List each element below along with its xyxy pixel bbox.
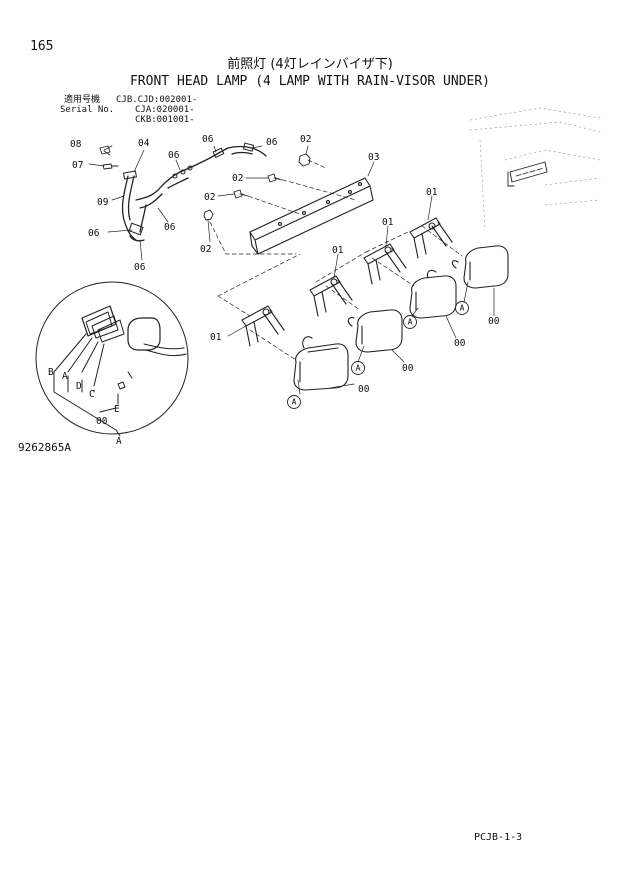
bolt-02-low (203, 209, 214, 221)
clip-07 (102, 163, 119, 170)
inset-letter-d: D (76, 381, 82, 392)
serial-line-1: CJB.CJD:002001- (116, 95, 198, 105)
machine-outline (469, 107, 601, 231)
callout-01-d: 01 (210, 332, 222, 343)
inset-letter-a-bottom: A (116, 436, 122, 447)
page-code: PCJB-1-3 (474, 832, 523, 843)
callout-00-a: 00 (488, 316, 500, 327)
callout-06-a: 06 (168, 150, 180, 161)
machine-lamp-cluster (507, 161, 548, 187)
callout-01-b: 01 (382, 217, 394, 228)
callout-09: 09 (97, 197, 109, 208)
bracket-01-c (363, 243, 407, 285)
page-number: 165 (30, 39, 54, 54)
serial-label-jp: 適用号機 (64, 95, 101, 105)
callout-06-e: 06 (88, 228, 100, 239)
serial-label-en: Serial No. (60, 105, 115, 115)
lamp-00-2 (347, 309, 403, 353)
inset-letter-e: E (114, 404, 120, 415)
callout-01-a: 01 (426, 187, 438, 198)
circled-a-2: A (356, 364, 361, 373)
lamp-00-1 (293, 336, 349, 391)
callout-00-c: 00 (402, 363, 414, 374)
callout-08: 08 (70, 139, 82, 150)
screw-08 (99, 145, 111, 156)
callout-00-d: 00 (358, 384, 370, 395)
inset-letter-c: C (89, 389, 95, 400)
callout-03: 03 (368, 152, 379, 163)
callout-00-inset: 00 (96, 416, 108, 427)
serial-line-3: CKB:001001- (135, 115, 195, 125)
callout-02-d: 02 (200, 244, 211, 255)
inset-letter-a: A (62, 371, 68, 382)
mounting-bar (249, 177, 374, 255)
callout-04: 04 (138, 138, 150, 149)
callout-06-d: 06 (164, 222, 176, 233)
circled-a-4: A (460, 304, 465, 313)
assembly-lines (209, 159, 463, 361)
bolt-02-mid-2 (233, 189, 249, 199)
callout-06-c: 06 (266, 137, 278, 148)
circled-a-3: A (408, 318, 413, 327)
lamp-00-4 (451, 245, 509, 289)
harness-connectors (123, 142, 255, 236)
bracket-01-d (409, 217, 453, 259)
title-english: FRONT HEAD LAMP (4 LAMP WITH RAIN-VISOR … (129, 74, 491, 89)
callout-02-b: 02 (232, 173, 243, 184)
callout-01-c: 01 (332, 245, 344, 256)
callout-06-b: 06 (202, 134, 214, 145)
inset-letter-b: B (48, 367, 54, 378)
callout-00-b: 00 (454, 338, 466, 349)
leader-lines (88, 145, 495, 395)
wiring-harness (121, 145, 267, 242)
callout-02-a: 02 (300, 134, 311, 145)
circled-a-markers (287, 301, 469, 409)
callout-07: 07 (72, 160, 83, 171)
bolt-02-mid-1 (267, 173, 283, 183)
inset-detail (35, 281, 189, 437)
figure-number: 9262865A (18, 441, 71, 454)
title-japanese: 前照灯 (4灯レインバイザ下) (227, 57, 393, 72)
circled-a-1: A (292, 398, 297, 407)
callout-06-f: 06 (134, 262, 146, 273)
serial-line-2: CJA:020001- (135, 105, 195, 115)
bracket-01-a (241, 305, 285, 347)
lamp-00-3 (409, 269, 457, 319)
bracket-01-b (309, 275, 353, 317)
callout-02-c: 02 (204, 192, 215, 203)
